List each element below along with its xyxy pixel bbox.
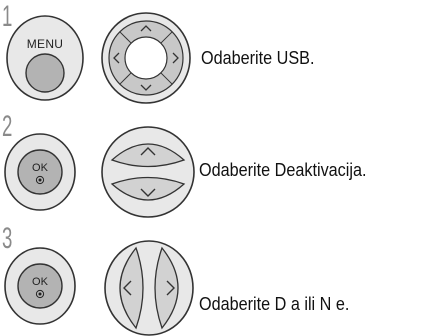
up-down-pad[interactable] xyxy=(101,126,195,218)
step-3: 3 OK Odaberite D a ili N e. xyxy=(0,222,448,336)
ok-key[interactable] xyxy=(4,133,76,211)
remote-keys-graphic xyxy=(6,12,191,104)
left-arrow-icon xyxy=(113,52,120,64)
step-1: 1 MENU Odaberite USB. xyxy=(0,0,448,112)
remote-keys-graphic xyxy=(4,240,194,336)
menu-key-label: MENU xyxy=(26,37,64,51)
step-number: 3 xyxy=(2,222,13,255)
instruction-text: Odaberite D a ili N e. xyxy=(199,294,350,314)
instruction-text: Odaberite USB. xyxy=(201,48,315,68)
ok-key-label: OK xyxy=(32,162,48,174)
step-2: 2 OK Odaberite Deaktivacija. xyxy=(0,110,448,222)
right-arrow-icon xyxy=(166,280,175,296)
step-number: 1 xyxy=(2,0,13,33)
up-arrow-icon xyxy=(140,25,152,32)
down-arrow-icon xyxy=(140,188,156,197)
left-right-pad[interactable] xyxy=(104,240,194,336)
left-arrow-icon xyxy=(123,280,132,296)
menu-key[interactable] xyxy=(6,15,84,101)
ok-dot-icon xyxy=(35,175,45,185)
right-arrow-icon xyxy=(172,52,179,64)
ok-dot-icon xyxy=(35,289,45,299)
ok-key-label: OK xyxy=(32,276,48,288)
instruction-text: Odaberite Deaktivacija. xyxy=(199,160,367,180)
step-number: 2 xyxy=(2,110,13,143)
navigation-pad[interactable] xyxy=(101,12,191,104)
remote-keys-graphic xyxy=(4,126,195,218)
ok-key[interactable] xyxy=(4,247,76,325)
up-arrow-icon xyxy=(140,147,156,156)
down-arrow-icon xyxy=(140,84,152,91)
